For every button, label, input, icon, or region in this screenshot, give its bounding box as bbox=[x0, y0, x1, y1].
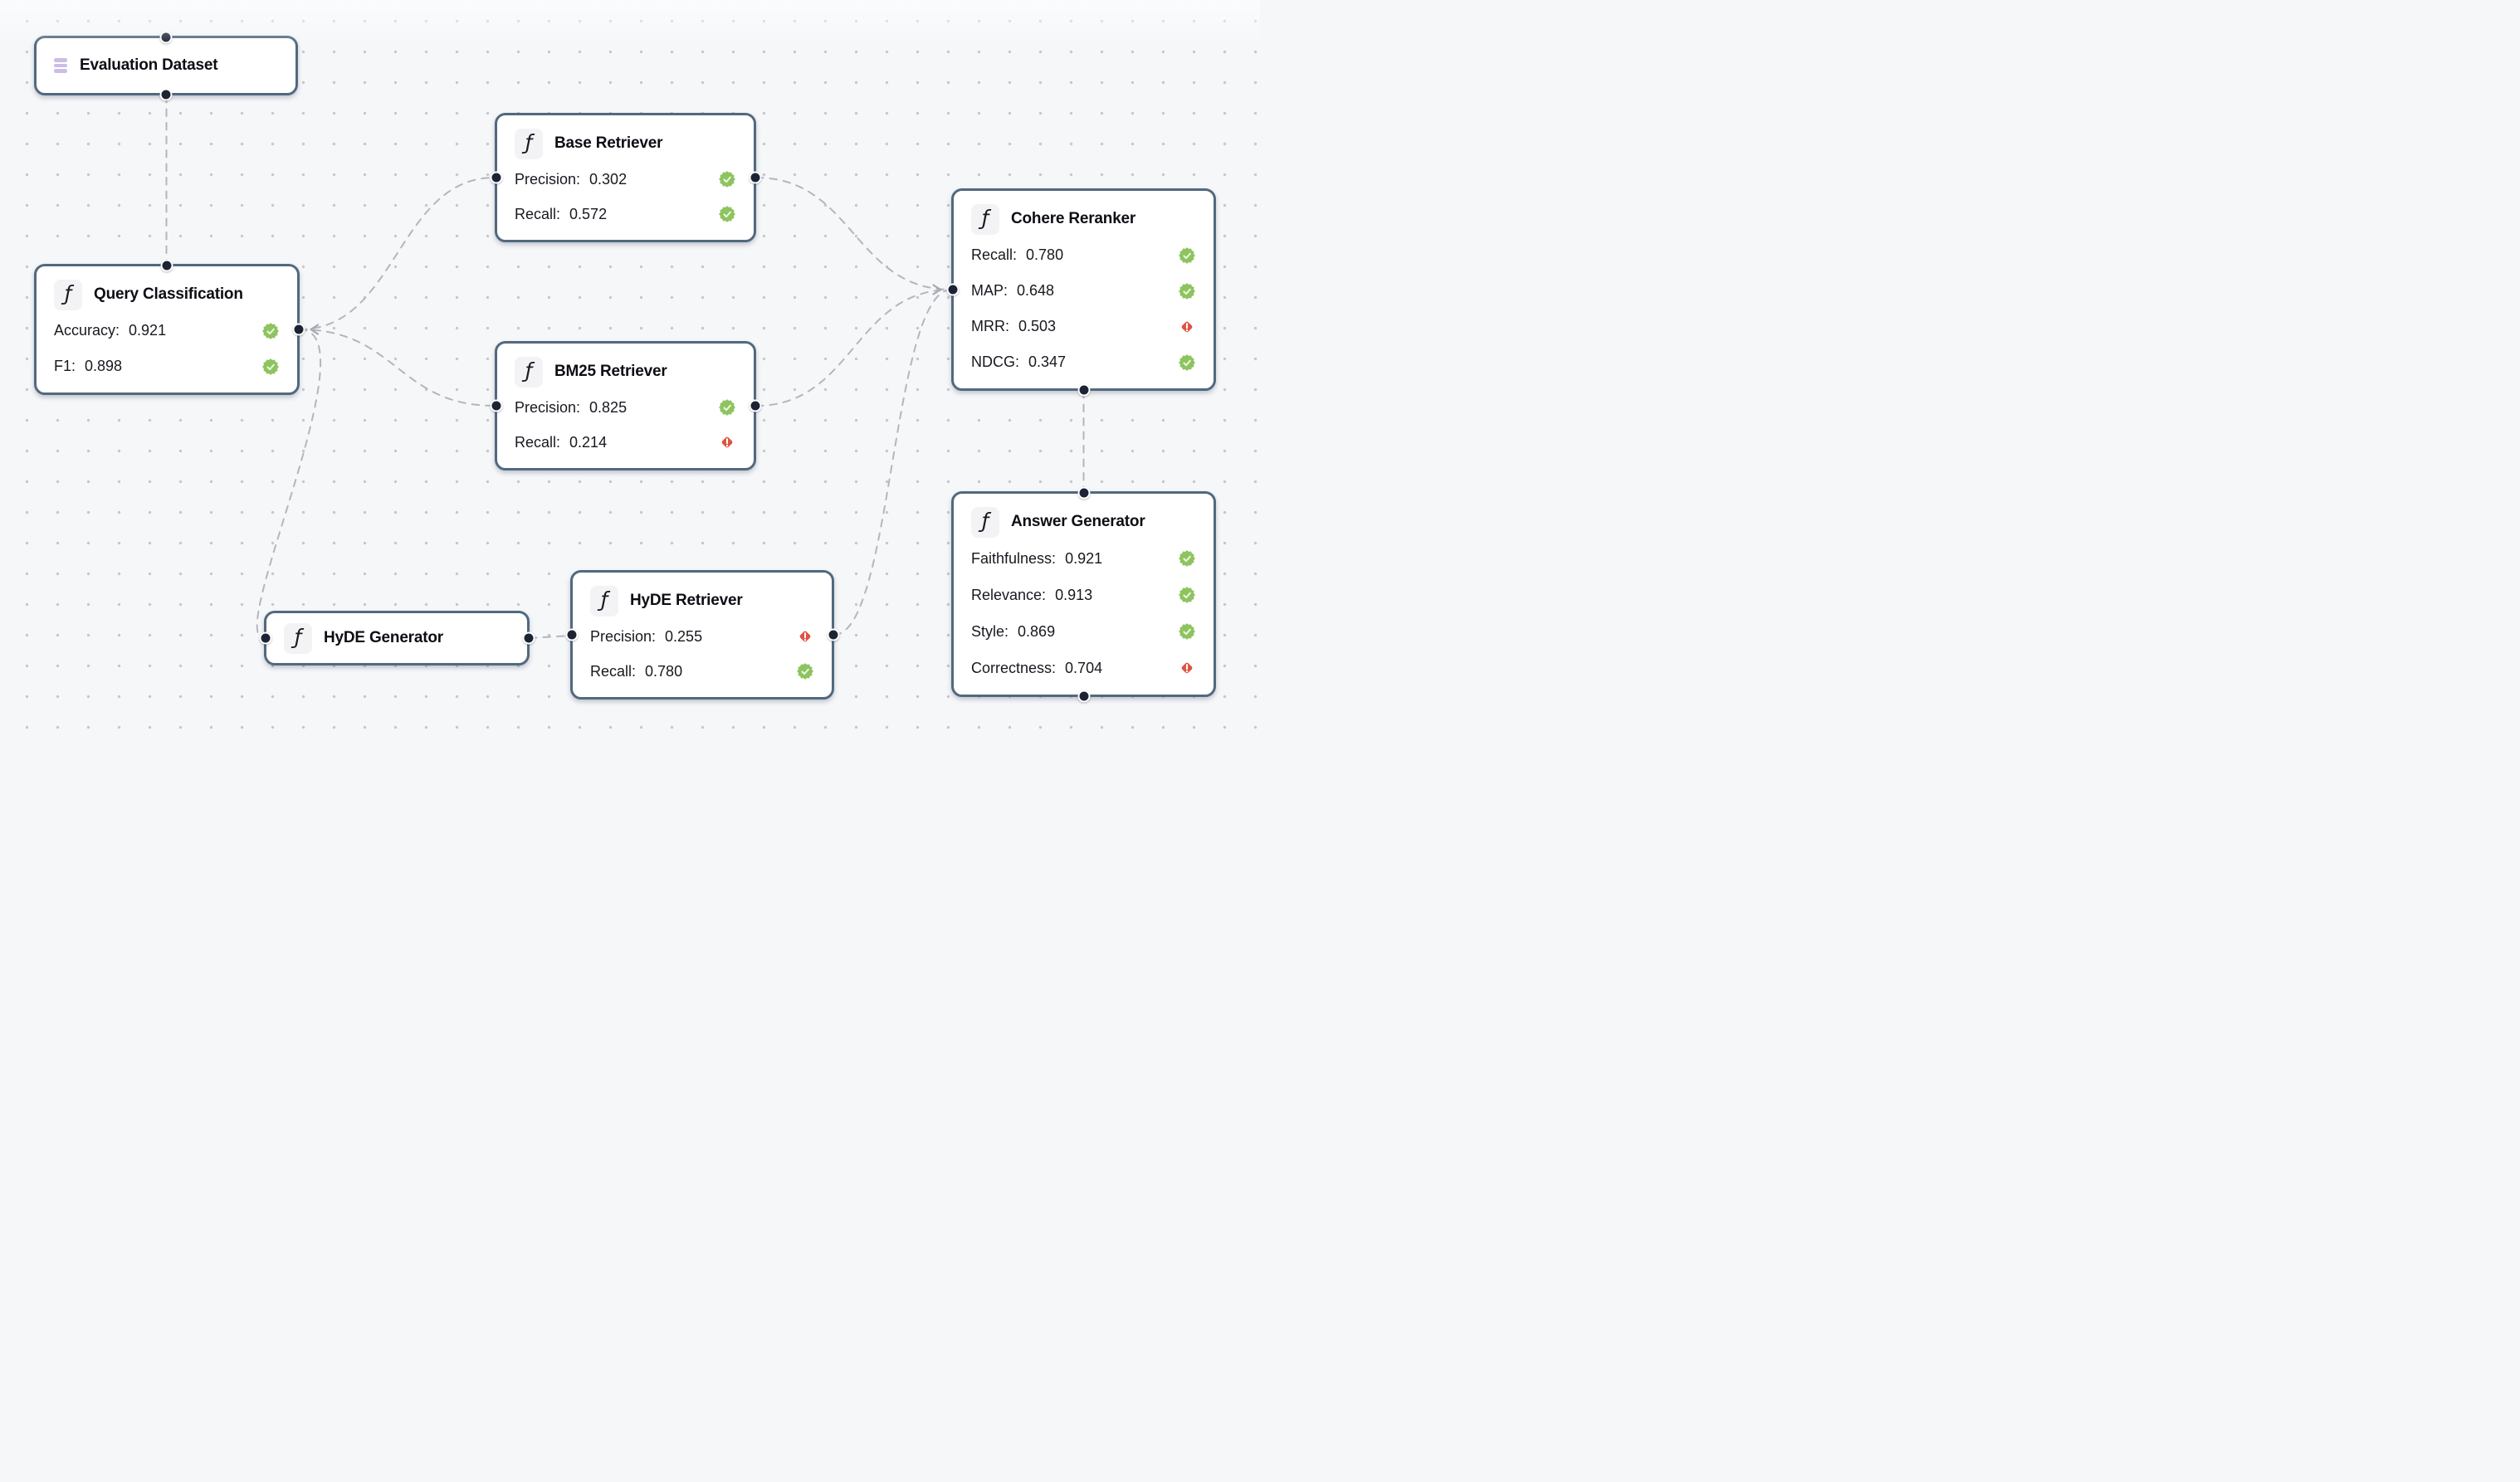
node-title: Evaluation Dataset bbox=[80, 56, 218, 74]
metric-row: Accuracy: 0.921 bbox=[54, 313, 279, 349]
status-badge bbox=[719, 206, 735, 222]
node-title: Base Retriever bbox=[554, 134, 663, 152]
status-badge bbox=[1179, 319, 1195, 335]
node-answer-generator[interactable]: ƒ Answer Generator Faithfulness: 0.921 R… bbox=[951, 486, 1216, 702]
node-title: Answer Generator bbox=[1011, 513, 1145, 530]
edge-hyde-generator-to-hyde-retriever[interactable] bbox=[529, 635, 571, 639]
metric-row: MAP: 0.648 bbox=[971, 273, 1195, 309]
function-icon: ƒ bbox=[54, 279, 82, 310]
node-hyde-retriever[interactable]: ƒ HyDE Retriever Precision: 0.255 Recall… bbox=[565, 570, 839, 700]
status-badge bbox=[797, 628, 813, 645]
status-badge bbox=[719, 434, 735, 451]
handle-left[interactable] bbox=[490, 399, 502, 412]
status-badge bbox=[1179, 623, 1195, 640]
edge-query-classification-to-base-retriever[interactable] bbox=[299, 177, 496, 330]
edge-hyde-retriever-to-cohere-reranker[interactable] bbox=[833, 289, 952, 636]
metric-row: Precision: 0.255 bbox=[590, 619, 813, 654]
node-title: Cohere Reranker bbox=[1011, 210, 1136, 227]
edge-layer bbox=[165, 95, 1085, 639]
function-icon: ƒ bbox=[515, 128, 543, 159]
edge-bm25-retriever-to-cohere-reranker[interactable] bbox=[755, 289, 952, 407]
status-badge bbox=[719, 171, 735, 188]
function-icon: ƒ bbox=[590, 585, 618, 617]
handle-top[interactable] bbox=[160, 259, 173, 271]
node-title: BM25 Retriever bbox=[554, 363, 667, 380]
metric-row: Correctness: 0.704 bbox=[971, 650, 1195, 686]
status-badge bbox=[1179, 282, 1195, 300]
status-badge bbox=[1179, 353, 1195, 371]
handle-right[interactable] bbox=[827, 628, 839, 641]
function-icon: ƒ bbox=[284, 622, 312, 654]
metric-row: Recall: 0.214 bbox=[515, 425, 735, 460]
node-hyde-generator[interactable]: ƒ HyDE Generator bbox=[259, 611, 535, 665]
node-base-retriever[interactable]: ƒ Base Retriever Precision: 0.302 Recall… bbox=[490, 113, 761, 242]
edge-arrowhead-at-cohere-reranker bbox=[932, 284, 942, 295]
status-badge bbox=[1179, 550, 1195, 567]
node-query-classification[interactable]: ƒ Query Classification Accuracy: 0.921 F… bbox=[34, 259, 305, 395]
metric-row: F1: 0.898 bbox=[54, 349, 279, 384]
metric-row: NDCG: 0.347 bbox=[971, 344, 1195, 380]
edge-base-retriever-to-cohere-reranker[interactable] bbox=[755, 177, 952, 290]
metric-row: Style: 0.869 bbox=[971, 613, 1195, 650]
edge-query-classification-to-hyde-generator[interactable] bbox=[256, 329, 322, 639]
handle-left[interactable] bbox=[490, 171, 502, 184]
metric-row: Recall: 0.780 bbox=[590, 654, 813, 689]
node-cohere-reranker[interactable]: ƒ Cohere Reranker Recall: 0.780 MAP: 0.6… bbox=[946, 188, 1216, 396]
handle-bottom[interactable] bbox=[159, 88, 173, 100]
function-icon: ƒ bbox=[971, 203, 999, 235]
handle-top[interactable] bbox=[1077, 486, 1090, 499]
metric-row: Precision: 0.825 bbox=[515, 390, 735, 425]
handle-right[interactable] bbox=[749, 399, 761, 412]
node-title: Query Classification bbox=[94, 285, 243, 303]
metric-row: MRR: 0.503 bbox=[971, 309, 1195, 344]
status-badge bbox=[262, 358, 279, 375]
function-icon: ƒ bbox=[515, 356, 543, 388]
node-evaluation-dataset[interactable]: Evaluation Dataset bbox=[34, 31, 298, 100]
metric-row: Recall: 0.572 bbox=[515, 197, 735, 232]
node-title: HyDE Generator bbox=[324, 629, 443, 646]
status-badge bbox=[1179, 246, 1195, 264]
handle-right[interactable] bbox=[749, 171, 761, 184]
handle-bottom[interactable] bbox=[1077, 383, 1090, 396]
status-badge bbox=[719, 399, 735, 416]
handle-left[interactable] bbox=[565, 628, 578, 641]
status-badge bbox=[262, 322, 279, 339]
edge-query-classification-to-bm25-retriever[interactable] bbox=[299, 329, 496, 407]
handle-bottom[interactable] bbox=[1077, 690, 1090, 702]
handle-top[interactable] bbox=[159, 31, 173, 43]
status-badge bbox=[1179, 660, 1195, 676]
metric-row: Recall: 0.780 bbox=[971, 237, 1195, 273]
handle-right[interactable] bbox=[292, 323, 305, 336]
status-badge bbox=[1179, 587, 1195, 603]
function-icon: ƒ bbox=[971, 506, 999, 538]
handle-left[interactable] bbox=[259, 631, 271, 645]
node-bm25-retriever[interactable]: ƒ BM25 Retriever Precision: 0.825 Recall… bbox=[490, 341, 761, 470]
node-title: HyDE Retriever bbox=[630, 592, 743, 609]
handle-right[interactable] bbox=[522, 631, 535, 645]
handle-left[interactable] bbox=[946, 283, 959, 296]
edge-arrowhead-at-query-classification bbox=[310, 324, 320, 335]
metric-row: Precision: 0.302 bbox=[515, 162, 735, 197]
dataset-icon bbox=[54, 58, 67, 73]
flow-canvas[interactable]: Evaluation Dataset ƒ Query Classificatio… bbox=[0, 0, 1260, 741]
status-badge bbox=[797, 663, 813, 680]
metric-row: Faithfulness: 0.921 bbox=[971, 540, 1195, 577]
metric-row: Relevance: 0.913 bbox=[971, 577, 1195, 613]
